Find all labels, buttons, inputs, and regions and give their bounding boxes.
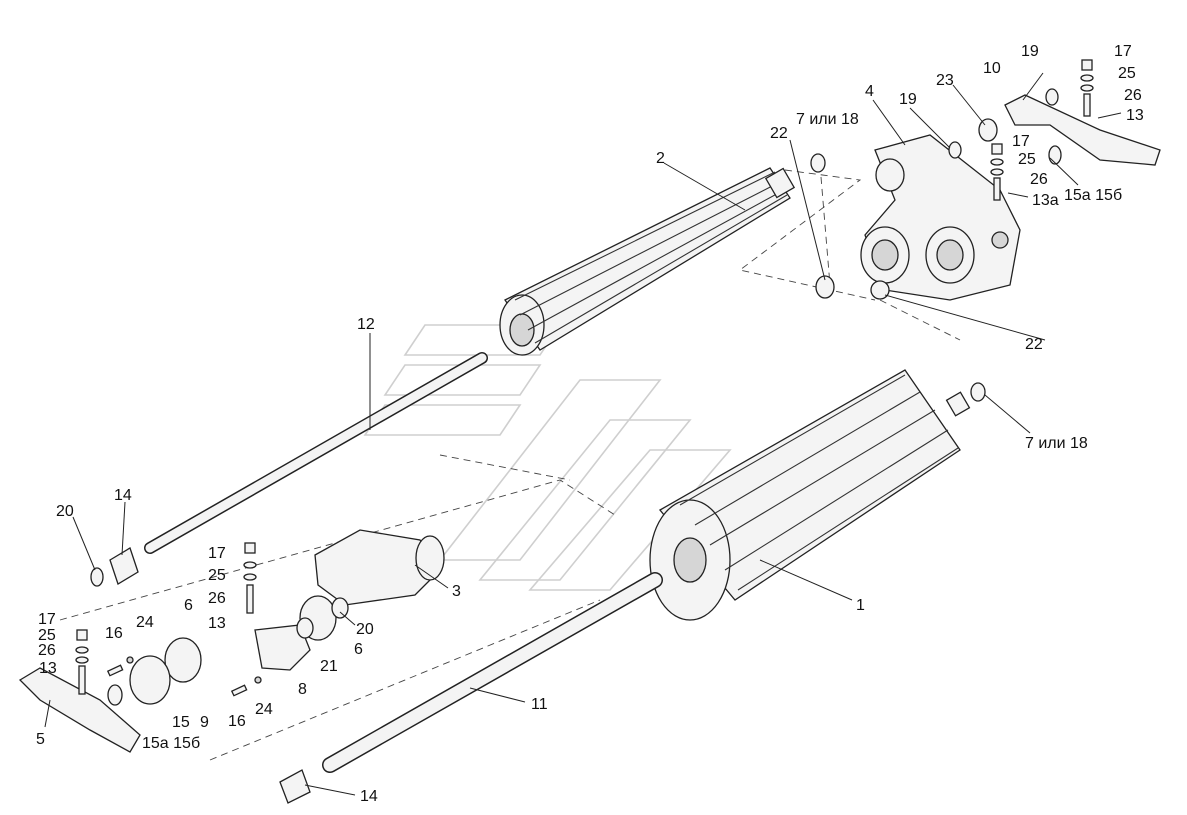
label-part-11: 11	[531, 696, 548, 713]
label-part-13a: 13а	[1032, 192, 1059, 209]
label-part-13-mid: 13	[208, 615, 226, 632]
flange-9	[129, 655, 171, 705]
label-part-26-right: 26	[1124, 87, 1142, 104]
ring-21	[296, 617, 314, 639]
lever-5	[18, 667, 141, 753]
bolt-stack-center	[990, 143, 1004, 201]
label-part-17-mid: 17	[208, 545, 226, 562]
label-part-22-bottom: 22	[1025, 336, 1043, 353]
label-part-8: 8	[298, 681, 307, 698]
bolt-stack-mid	[243, 542, 257, 614]
bolt-stack-right	[1080, 59, 1094, 117]
label-part-1: 1	[856, 597, 865, 614]
label-part-14-upper: 14	[114, 487, 132, 504]
label-part-26-center: 26	[1030, 171, 1048, 188]
label-part-7-top: 7 или 18	[796, 111, 859, 128]
label-part-22-top: 22	[770, 125, 788, 142]
bolt-16-a	[106, 664, 124, 677]
label-part-25-left: 25	[38, 627, 56, 644]
ring-7-right	[970, 382, 986, 402]
label-part-6-right: 6	[354, 641, 363, 658]
washers-15	[1048, 145, 1062, 165]
label-part-19-left: 19	[899, 91, 917, 108]
label-part-26-mid: 26	[208, 590, 226, 607]
nut-24-a	[126, 656, 134, 664]
label-part-13-left: 13	[39, 660, 57, 677]
ring-22-bottom	[870, 280, 890, 300]
label-part-17-left: 17	[38, 611, 56, 628]
label-part-25-mid: 25	[208, 567, 226, 584]
part-labels: 2 1 3 4 5 6 6 7 или 18 7 или 18 8 9 10 1…	[36, 43, 1144, 805]
label-part-16-left: 16	[105, 625, 123, 642]
label-part-9: 9	[200, 714, 209, 731]
label-part-10: 10	[983, 60, 1001, 77]
label-part-6-left: 6	[184, 597, 193, 614]
bushing-14-upper	[109, 547, 139, 585]
bracket-8	[254, 624, 311, 671]
label-part-17-right: 17	[1114, 43, 1132, 60]
label-part-5: 5	[36, 731, 45, 748]
ring-20-left	[90, 567, 104, 587]
label-part-17-center: 17	[1012, 133, 1030, 150]
bearing-housing-3	[314, 529, 441, 606]
bushing-14-lower	[279, 769, 311, 804]
label-part-2: 2	[656, 150, 665, 167]
label-part-23: 23	[936, 72, 954, 89]
label-part-13-right: 13	[1126, 107, 1144, 124]
bearing-23	[978, 118, 998, 142]
label-part-20-left: 20	[56, 503, 74, 520]
watermark-logo	[363, 324, 732, 591]
label-part-21: 21	[320, 658, 338, 675]
ring-19-a	[948, 141, 962, 159]
ring-22-top	[815, 275, 835, 299]
bolt-stack-left	[75, 629, 89, 695]
nut-24-b	[254, 676, 262, 684]
label-part-15a-15b-left: 15а 15б	[142, 735, 200, 752]
label-part-20-right: 20	[356, 621, 374, 638]
leader-lines	[44, 72, 1122, 796]
label-part-15a-15b-right: 15а 15б	[1064, 187, 1122, 204]
label-part-25-center: 25	[1018, 151, 1036, 168]
ring-19-b	[1045, 88, 1059, 106]
label-part-4: 4	[865, 83, 874, 100]
label-part-15: 15	[172, 714, 190, 731]
label-part-19-right: 19	[1021, 43, 1039, 60]
assembly-dashed-lines	[59, 164, 961, 761]
gasket-6-left	[164, 637, 202, 683]
washers-15-left	[107, 684, 123, 706]
upper-roller	[499, 167, 796, 356]
ring-7-top	[810, 153, 826, 173]
label-part-24-left: 24	[136, 614, 154, 631]
label-part-25-right: 25	[1118, 65, 1136, 82]
label-part-12: 12	[357, 316, 375, 333]
lower-roller	[649, 369, 971, 621]
ring-20-right	[331, 597, 349, 619]
bolt-16-b	[230, 684, 248, 697]
gearbox-housing	[860, 134, 1021, 301]
label-part-14-lower: 14	[360, 788, 378, 805]
label-part-3: 3	[452, 583, 461, 600]
lever-10	[1004, 94, 1161, 166]
label-part-26-left: 26	[38, 642, 56, 659]
label-part-16-mid: 16	[228, 713, 246, 730]
label-part-7-right: 7 или 18	[1025, 435, 1088, 452]
label-part-24-mid: 24	[255, 701, 273, 718]
